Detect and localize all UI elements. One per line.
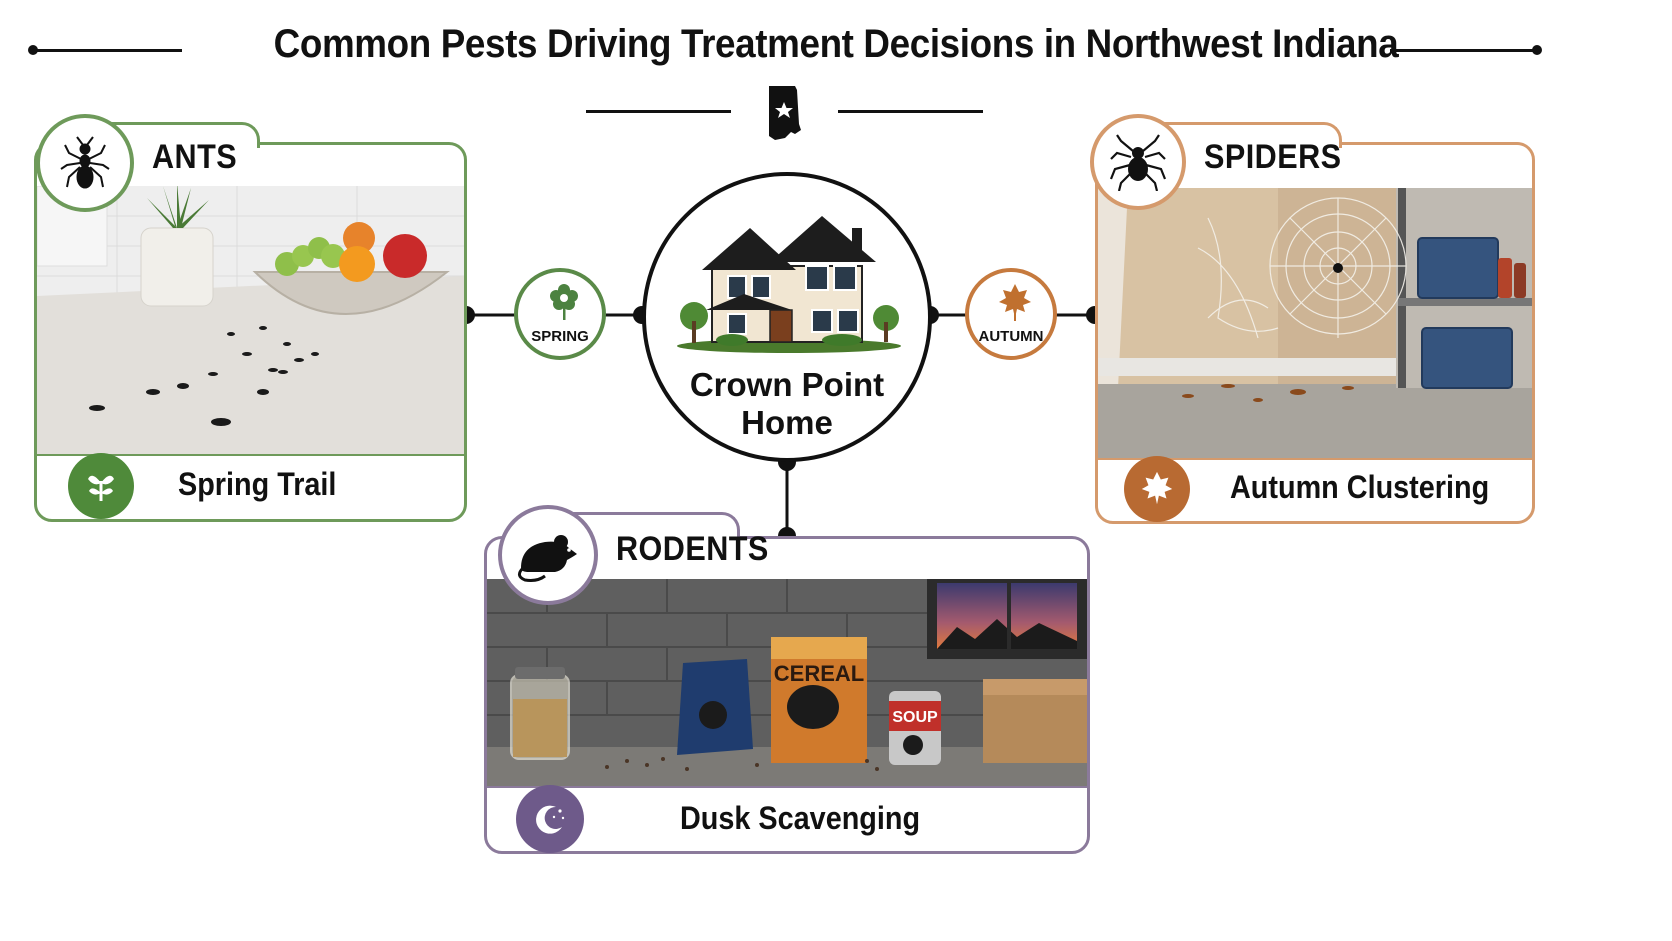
rodents-photo: CEREAL SOUP [487, 579, 1087, 786]
maple-leaf-icon [1141, 471, 1173, 505]
ants-title: ANTS [152, 138, 238, 176]
spiders-icon-badge [1090, 114, 1186, 210]
rodents-title: RODENTS [616, 530, 769, 568]
title-dot-left [28, 45, 38, 55]
rodents-icon-badge [498, 505, 598, 605]
ant-icon [60, 136, 110, 189]
ants-caption: Spring Trail [178, 466, 337, 502]
spider-icon [1109, 134, 1167, 191]
title-rule-left [32, 49, 182, 52]
mouse-icon [518, 535, 577, 582]
subtitle-rule-right [838, 110, 983, 113]
spiders-tab-cover [1133, 140, 1339, 152]
home-hub: Crown Point Home [642, 172, 932, 462]
cereal-box-label: CEREAL [774, 661, 864, 686]
rodents-footer-divider [487, 786, 1087, 788]
page-title: Common Pests Driving Treatment Decisions… [273, 22, 1399, 66]
ants-footer-badge [68, 453, 134, 519]
spiders-caption: Autumn Clustering [1230, 469, 1490, 505]
spiders-title: SPIDERS [1204, 138, 1342, 176]
subtitle-rule-left [586, 110, 731, 113]
home-title-line1: Crown Point [689, 366, 885, 403]
rodents-caption: Dusk Scavenging [680, 800, 921, 836]
home-title-line2: Home [741, 404, 833, 441]
moon-icon [536, 805, 565, 834]
house-illustration [677, 216, 901, 353]
ants-icon-badge [36, 114, 134, 212]
spring-season-marker: SPRING [514, 268, 606, 360]
flower-icon [550, 284, 578, 320]
spiders-footer-badge [1124, 456, 1190, 522]
title-rule-right [1390, 49, 1538, 52]
autumn-label: AUTUMN [978, 328, 1044, 345]
sprout-icon [88, 475, 114, 501]
title-dot-right [1532, 45, 1542, 55]
ants-footer-divider [37, 454, 464, 456]
rodents-footer-badge [516, 785, 584, 853]
ants-photo [37, 186, 464, 454]
autumn-season-marker: AUTUMN [965, 268, 1057, 360]
soup-can-label: SOUP [892, 709, 938, 726]
spiders-photo [1098, 188, 1532, 458]
leaf-icon [999, 284, 1031, 321]
spring-label: SPRING [531, 328, 589, 345]
indiana-state-icon [769, 86, 801, 140]
spiders-footer-divider [1098, 458, 1532, 460]
